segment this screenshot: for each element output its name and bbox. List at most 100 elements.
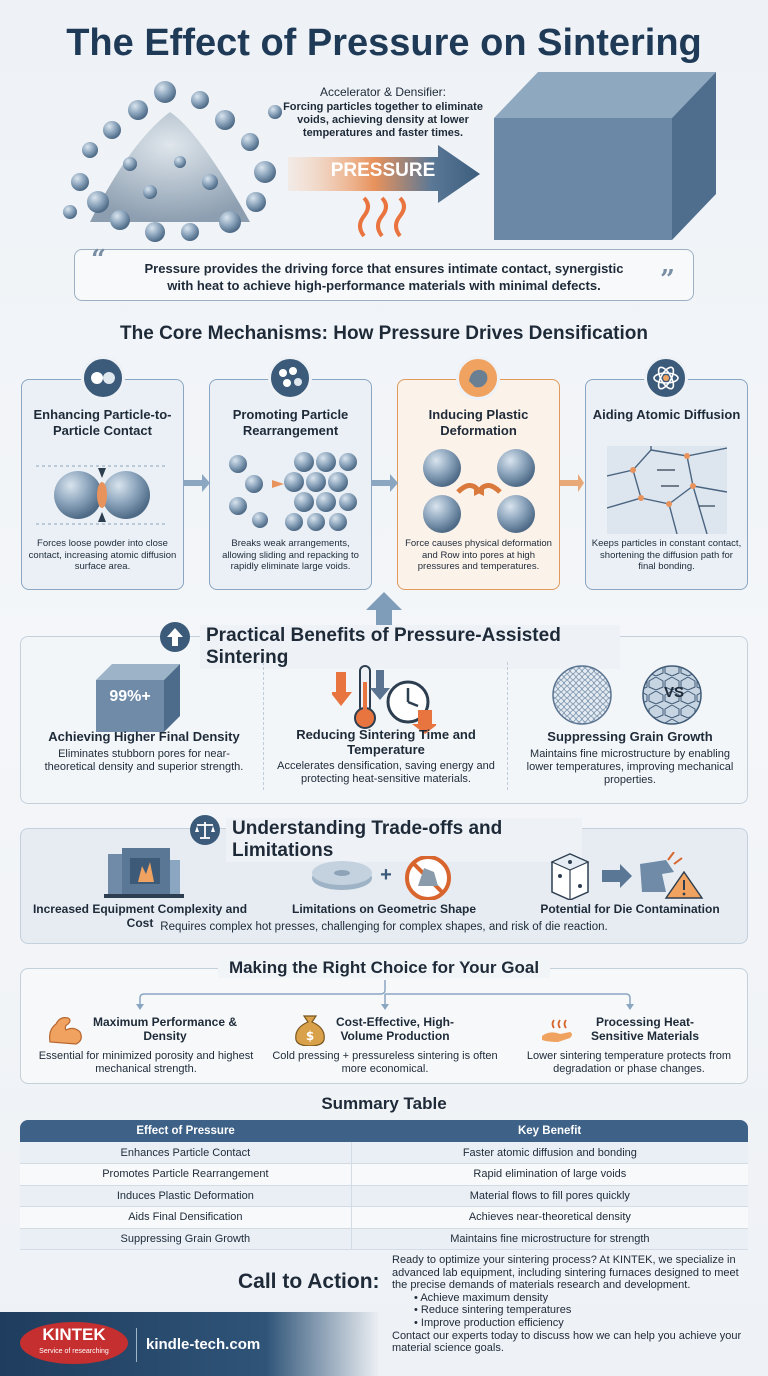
tradeoffs-summary: Requires complex hot presses, challengin… bbox=[160, 921, 608, 933]
table-cell: Enhances Particle Contact bbox=[20, 1142, 352, 1164]
tradeoffs-title: Understanding Trade-offs and Limitations bbox=[226, 818, 582, 862]
choice-branch-arrows bbox=[136, 980, 634, 1010]
pressure-label: PRESSURE bbox=[330, 160, 436, 181]
open-quote-icon: “ bbox=[91, 245, 106, 275]
table-header: Effect of Pressure bbox=[20, 1120, 352, 1142]
table-cell: Faster atomic diffusion and bonding bbox=[351, 1142, 748, 1164]
shape-limitation-icon bbox=[312, 856, 451, 900]
up-arrow-icon bbox=[366, 592, 402, 626]
goal-title: Maximum Performance & Density bbox=[92, 1015, 238, 1043]
website-link[interactable]: kindle-tech.com bbox=[146, 1336, 261, 1353]
table-header: Key Benefit bbox=[351, 1120, 748, 1142]
plastic-deformation-diagram bbox=[423, 449, 535, 533]
benefits-title: Practical Benefits of Pressure-Assisted … bbox=[200, 625, 620, 669]
hero-text: Forcing particles together to eliminate … bbox=[283, 101, 483, 139]
table-row: Suppressing Grain Growth Maintains fine … bbox=[20, 1228, 748, 1250]
pressure-arrow bbox=[288, 145, 480, 203]
table-row: Promotes Particle Rearrangement Rapid el… bbox=[20, 1163, 748, 1186]
particle-contact-diagram bbox=[36, 465, 168, 525]
footer-divider bbox=[136, 1328, 137, 1362]
powder-pile-illustration bbox=[63, 81, 282, 242]
thermometer-clock-icon bbox=[332, 665, 436, 734]
particle-rearrangement-diagram bbox=[229, 452, 357, 531]
table-cell: Maintains fine microstructure for streng… bbox=[351, 1228, 748, 1250]
mechanism-desc: Breaks weak arrangements, allowing slidi… bbox=[222, 538, 359, 572]
cta-heading: Call to Action: bbox=[238, 1270, 380, 1293]
table-row: Induces Plastic Deformation Material flo… bbox=[20, 1185, 748, 1207]
tradeoff-label: Increased Equipment Complexity and Cost bbox=[32, 902, 248, 930]
benefit-desc: Eliminates stubborn pores for near-theor… bbox=[44, 748, 244, 773]
goal-title: Cost-Effective, High-Volume Production bbox=[335, 1015, 454, 1043]
list-item: Improve production efficiency bbox=[414, 1317, 752, 1330]
benefit-desc: Maintains fine microstructure by enablin… bbox=[526, 748, 734, 786]
rearrange-icon bbox=[268, 356, 312, 400]
page-title: The Effect of Pressure on Sintering bbox=[66, 22, 702, 64]
table-cell: Induces Plastic Deformation bbox=[20, 1185, 352, 1207]
hero-caption: Accelerator & Densifier: Forcing particl… bbox=[283, 86, 483, 140]
cta-intro: Ready to optimize your sintering process… bbox=[392, 1254, 739, 1292]
hand-with-heat-icon bbox=[542, 1019, 572, 1042]
mechanisms-title: The Core Mechanisms: How Pressure Drives… bbox=[120, 323, 648, 344]
goal-desc: Essential for minimized porosity and hig… bbox=[38, 1050, 254, 1075]
table-row: Enhances Particle Contact Faster atomic … bbox=[20, 1142, 748, 1164]
quote-text: Pressure provides the driving force that… bbox=[144, 261, 624, 293]
list-item: Achieve maximum density bbox=[414, 1292, 752, 1305]
mechanism-card-plastic-deformation bbox=[397, 379, 560, 590]
mechanism-title: Enhancing Particle-to-Particle Contact bbox=[33, 407, 172, 438]
benefit-title: Achieving Higher Final Density bbox=[48, 729, 240, 744]
close-quote-icon: ” bbox=[660, 265, 675, 295]
table-cell: Aids Final Densification bbox=[20, 1206, 352, 1229]
logo-name: KINTEK bbox=[42, 1325, 106, 1344]
kintek-logo[interactable]: KINTEK Service of researching bbox=[20, 1322, 128, 1364]
vs-label: VS bbox=[663, 684, 684, 701]
benefit-divider bbox=[263, 662, 264, 790]
cta-outro: Contact our experts today to discuss how… bbox=[392, 1329, 742, 1355]
up-arrow-circle-icon bbox=[160, 622, 190, 652]
table-cell: Promotes Particle Rearrangement bbox=[20, 1163, 352, 1186]
mechanism-desc: Force causes physical deformation and Ro… bbox=[405, 538, 552, 572]
mechanism-desc: Forces loose powder into close contact, … bbox=[28, 538, 177, 572]
svg-text:$: $ bbox=[306, 1029, 314, 1043]
list-item: Reduce sintering temperatures bbox=[414, 1304, 752, 1317]
density-cube-label: 99%+ bbox=[109, 688, 151, 705]
logo-tagline: Service of researching bbox=[39, 1348, 109, 1355]
tradeoff-label: Potential for Die Contamination bbox=[540, 902, 720, 916]
grain-comparison-icon bbox=[552, 665, 702, 725]
benefit-title: Suppressing Grain Growth bbox=[547, 729, 713, 744]
summary-table-title: Summary Table bbox=[321, 1094, 447, 1113]
mechanism-flow-arrows bbox=[184, 474, 584, 492]
benefit-title: Reducing Sintering Time and Temperature bbox=[296, 727, 476, 757]
two-spheres-icon bbox=[81, 356, 125, 400]
balance-scale-icon bbox=[190, 815, 220, 845]
die-contamination-icon bbox=[550, 852, 704, 900]
table-cell: Suppressing Grain Growth bbox=[20, 1228, 352, 1250]
dense-block-illustration bbox=[494, 72, 716, 240]
muscle-arm-icon bbox=[49, 1017, 82, 1045]
mechanism-title: Promoting Particle Rearrangement bbox=[232, 407, 349, 438]
mechanism-desc: Keeps particles in constant contact, sho… bbox=[591, 538, 742, 572]
table-cell: Material flows to fill pores quickly bbox=[351, 1185, 748, 1207]
table-row: Aids Final Densification Achieves near-t… bbox=[20, 1206, 748, 1229]
goal-desc: Cold pressing + pressureless sintering i… bbox=[272, 1050, 498, 1075]
density-cube-icon bbox=[96, 664, 180, 732]
summary-table: Effect of Pressure Key Benefit Enhances … bbox=[20, 1120, 748, 1250]
tradeoff-label: Limitations on Geometric Shape bbox=[291, 902, 477, 916]
grain-boundary-diagram bbox=[607, 446, 727, 534]
goal-desc: Lower sintering temperature protects fro… bbox=[526, 1050, 732, 1075]
hero-heading: Accelerator & Densifier: bbox=[319, 85, 447, 99]
benefit-desc: Accelerates densification, saving energy… bbox=[277, 760, 495, 785]
mechanism-title: Inducing Plastic Deformation bbox=[428, 407, 529, 438]
quote-box: “ Pressure provides the driving force th… bbox=[74, 245, 694, 301]
plus-icon: + bbox=[380, 864, 392, 886]
mechanism-title: Aiding Atomic Diffusion bbox=[592, 407, 741, 422]
goal-title: Processing Heat-Sensitive Materials bbox=[590, 1015, 700, 1043]
table-cell: Achieves near-theoretical density bbox=[351, 1206, 748, 1229]
cta-bullet-list: Achieve maximum density Reduce sintering… bbox=[392, 1292, 752, 1330]
atom-icon bbox=[644, 356, 688, 400]
benefit-divider bbox=[507, 662, 508, 790]
heat-icon bbox=[358, 196, 406, 238]
hot-press-furnace-icon bbox=[104, 848, 184, 898]
choice-title: Making the Right Choice for Your Goal bbox=[218, 958, 550, 978]
cta-text: Ready to optimize your sintering process… bbox=[392, 1254, 752, 1355]
table-cell: Rapid elimination of large voids bbox=[351, 1163, 748, 1186]
